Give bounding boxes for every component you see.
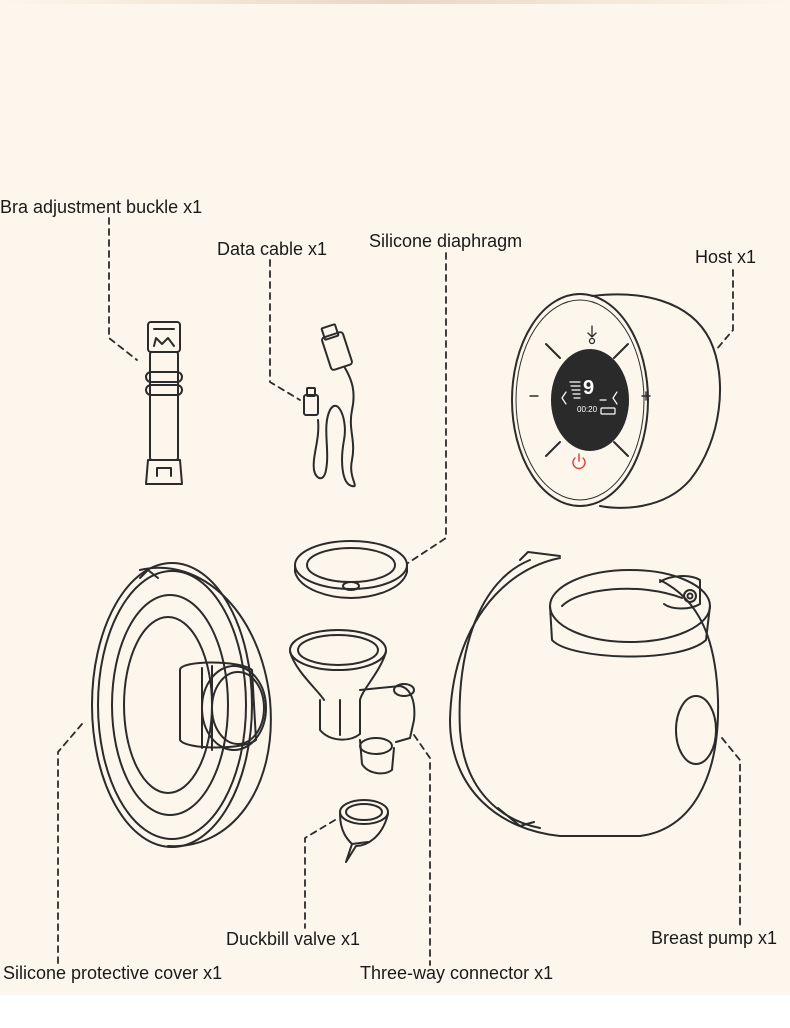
host-drawing bbox=[511, 293, 722, 509]
leader-breast-pump bbox=[721, 737, 741, 926]
silicone-cover-drawing bbox=[91, 562, 272, 848]
product-parts-diagram: 9 00:20 Bra adjustment buckle x1 Data ca… bbox=[0, 0, 790, 995]
leader-host bbox=[715, 269, 734, 351]
top-divider bbox=[0, 0, 790, 4]
three-way-connector-drawing bbox=[289, 629, 416, 775]
label-bra-adjustment-buckle: Bra adjustment buckle x1 bbox=[0, 197, 203, 217]
leader-three-way-connector bbox=[413, 734, 431, 966]
data-cable-drawing bbox=[303, 323, 356, 488]
silicone-diaphragm-drawing bbox=[294, 540, 408, 599]
parts-illustration bbox=[57, 217, 741, 969]
power-icon bbox=[572, 453, 586, 470]
leader-bra-buckle bbox=[108, 217, 138, 361]
label-silicone-diaphragm: Silicone diaphragm x1 bbox=[369, 231, 524, 251]
milk-drop-icon bbox=[587, 325, 597, 345]
label-three-way-connector: Three-way connector x1 bbox=[360, 963, 554, 983]
breast-pump-drawing bbox=[449, 551, 720, 837]
host-display-graphics bbox=[561, 381, 618, 415]
label-host: Host x1 bbox=[695, 247, 757, 267]
label-data-cable: Data cable x1 bbox=[217, 239, 328, 259]
leader-data-cable bbox=[269, 259, 301, 401]
duckbill-valve-drawing bbox=[339, 799, 389, 863]
label-breast-pump: Breast pump x1 bbox=[651, 928, 778, 948]
plus-icon bbox=[641, 391, 651, 401]
leader-silicone-cover bbox=[57, 723, 83, 969]
host-display-timer: 00:20 bbox=[577, 405, 598, 414]
leader-silicone-diaphragm bbox=[407, 252, 447, 564]
label-silicone-protective-cover: Silicone protective cover x1 bbox=[3, 963, 223, 983]
bra-buckle-drawing bbox=[145, 321, 183, 485]
host-display-level: 9 bbox=[583, 377, 595, 399]
leader-duckbill-valve bbox=[304, 819, 336, 929]
battery-icon bbox=[600, 407, 616, 415]
leader-lines bbox=[57, 217, 741, 969]
label-duckbill-valve: Duckbill valve x1 bbox=[226, 929, 361, 949]
